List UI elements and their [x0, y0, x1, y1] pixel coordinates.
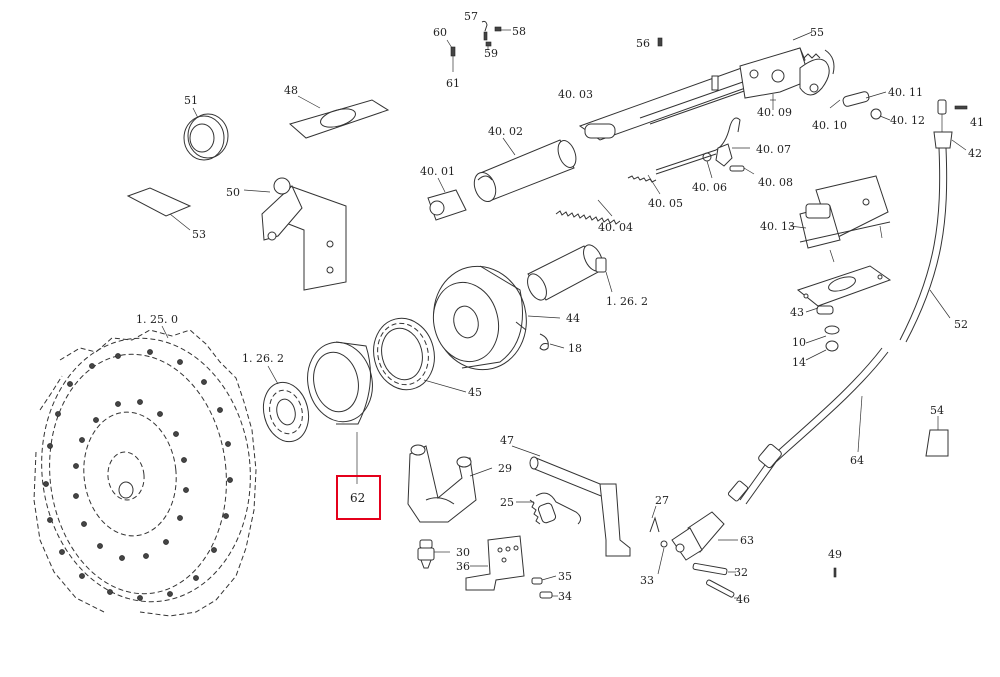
label-40-12: 40. 12: [890, 114, 925, 127]
label-64: 64: [850, 454, 864, 467]
label-36: 36: [456, 560, 470, 573]
part-40-01-block: [427, 177, 467, 221]
callout-labels: 60 57 58 59 61 56 55 51 48 50 53 40. 03 …: [136, 10, 984, 606]
label-40-13: 40. 13: [760, 220, 795, 233]
part-53-tag: [126, 187, 192, 231]
part-51-seal: [183, 107, 229, 161]
part-34-35-bolts: [531, 575, 558, 599]
label-46: 46: [736, 593, 750, 606]
label-61: 61: [446, 77, 460, 90]
label-40-05: 40. 05: [648, 197, 683, 210]
part-40-06-08: [702, 143, 755, 179]
part-54-tag: [925, 416, 949, 457]
label-40-07: 40. 07: [756, 143, 791, 156]
label-10: 10: [792, 336, 806, 349]
label-52: 52: [954, 318, 968, 331]
part-36-bracket: [465, 535, 525, 591]
part-40-10-12-pins: [829, 91, 891, 121]
part-55-handbrake-lever: [578, 31, 835, 141]
label-49: 49: [828, 548, 842, 561]
label-40-06: 40. 06: [692, 181, 727, 194]
label-44: 44: [566, 312, 580, 325]
label-32: 32: [734, 566, 748, 579]
part-40-13-bracket: [789, 175, 891, 263]
part-10-14-nuts: [805, 325, 840, 361]
label-29: 29: [498, 462, 512, 475]
part-18-clip: [539, 333, 565, 351]
label-56: 56: [636, 37, 650, 50]
label-40-02: 40. 02: [488, 125, 523, 138]
part-25-spring: [516, 492, 582, 525]
highlight-box-62: [336, 475, 381, 520]
label-62: 62: [350, 491, 365, 505]
label-14: 14: [792, 356, 806, 369]
part-32-46-bolts: [692, 562, 740, 599]
part-30-fitting: [417, 539, 450, 569]
label-45: 45: [468, 386, 482, 399]
label-34: 34: [558, 590, 572, 603]
label-58: 58: [512, 25, 526, 38]
label-48: 48: [284, 84, 298, 97]
label-40-11: 40. 11: [888, 86, 923, 99]
label-18: 18: [568, 342, 582, 355]
label-1-26-2-top: 1. 26. 2: [606, 295, 648, 308]
label-40-03: 40. 03: [558, 88, 593, 101]
label-51: 51: [184, 94, 198, 107]
label-40-04: 40. 04: [598, 221, 633, 234]
label-27: 27: [655, 494, 669, 507]
label-47: 47: [500, 434, 514, 447]
label-40-10: 40. 10: [812, 119, 847, 132]
label-35: 35: [558, 570, 572, 583]
label-41: 41: [970, 116, 984, 129]
part-27-33-49: [649, 505, 837, 578]
part-47-shaft: [511, 445, 631, 557]
part-57-61-fasteners: [446, 20, 511, 72]
label-57: 57: [464, 10, 478, 23]
label-50: 50: [226, 186, 240, 199]
part-1-25-0-flywheel: [33, 325, 257, 617]
label-60: 60: [433, 26, 447, 39]
part-48-plate: [288, 95, 390, 139]
label-40-08: 40. 08: [758, 176, 793, 189]
label-1-25-0: 1. 25. 0: [136, 313, 178, 326]
part-40-04-spring: [555, 199, 621, 225]
part-62-cup: [307, 341, 373, 484]
part-43-plate: [796, 265, 892, 315]
part-52-cable: [899, 147, 951, 343]
label-42: 42: [968, 147, 982, 160]
label-1-26-2-left: 1. 26. 2: [242, 352, 284, 365]
part-64-cable: [727, 347, 889, 505]
part-45-bearing: [373, 317, 467, 393]
label-40-01: 40. 01: [420, 165, 455, 178]
part-56: [657, 37, 663, 47]
label-59: 59: [484, 47, 498, 60]
label-63: 63: [740, 534, 754, 547]
label-55: 55: [810, 26, 824, 39]
part-1-26-2-bearing: [262, 365, 310, 443]
label-43: 43: [790, 306, 804, 319]
label-30: 30: [456, 546, 470, 559]
label-53: 53: [192, 228, 206, 241]
part-63-clevis: [671, 511, 738, 561]
label-40-09: 40. 09: [757, 106, 792, 119]
part-40-02-sleeve: [473, 137, 577, 203]
label-54: 54: [930, 404, 944, 417]
part-29-fork: [407, 444, 493, 523]
label-33: 33: [640, 574, 654, 587]
label-25: 25: [500, 496, 514, 509]
part-44-housing: [432, 265, 561, 371]
part-1-26-2-actuator: [527, 244, 613, 301]
part-41-42-cable-end: [933, 99, 968, 151]
part-50-bracket: [243, 177, 347, 291]
